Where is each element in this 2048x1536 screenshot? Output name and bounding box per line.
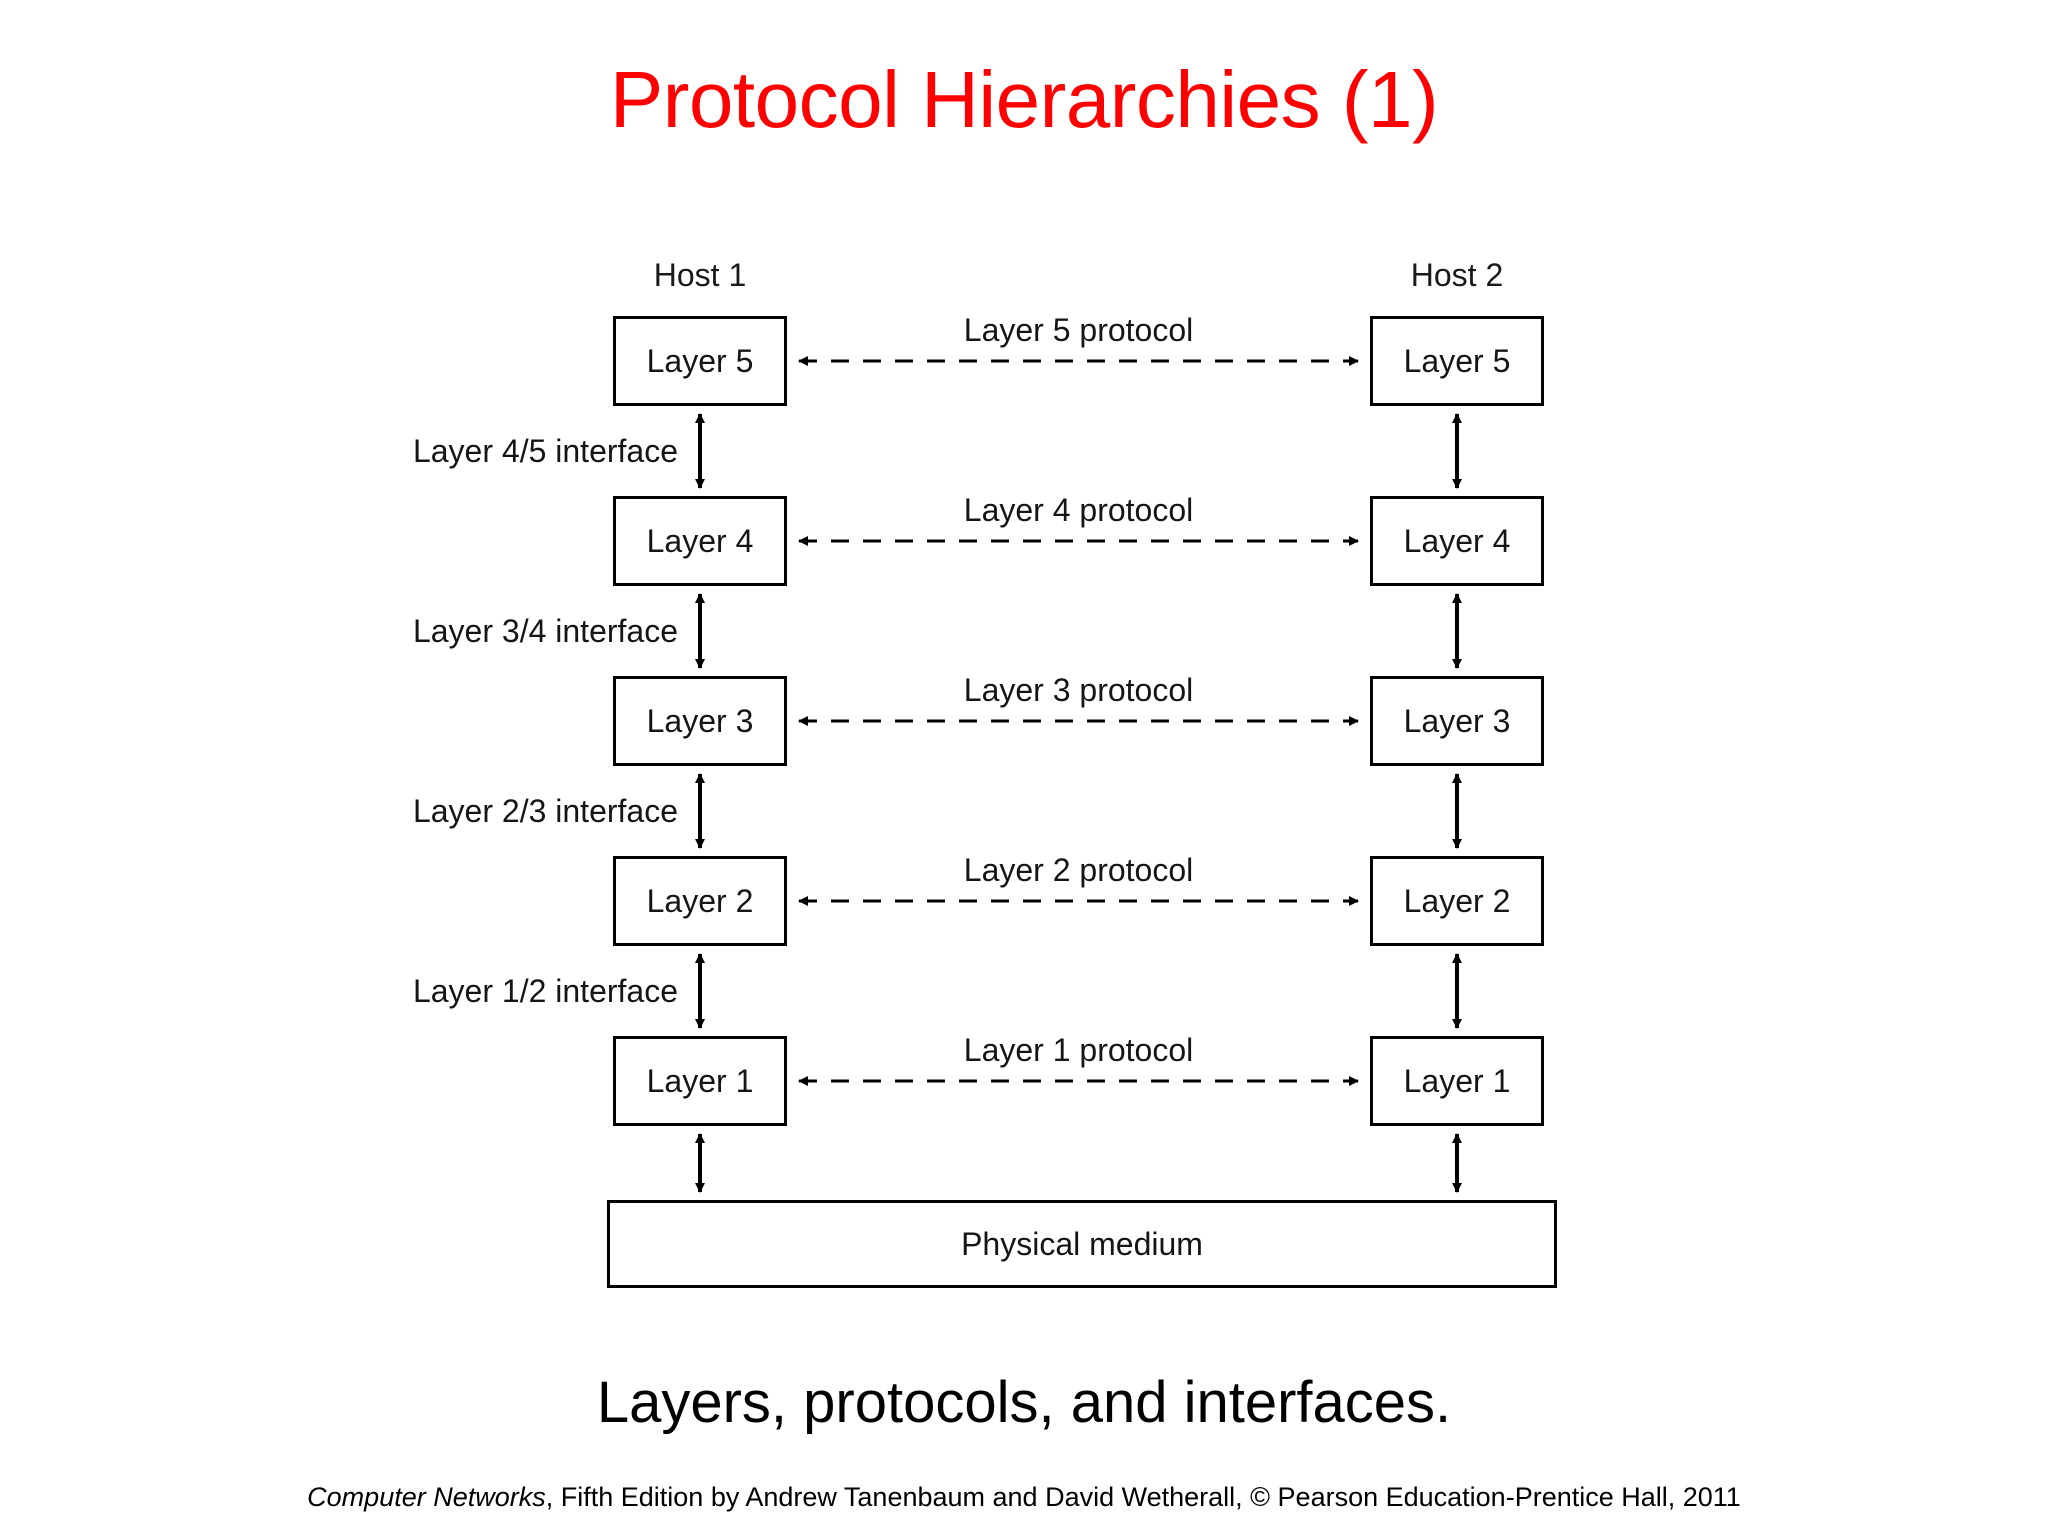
protocol-label-layer3: Layer 3 protocol [963,672,1194,708]
protocol-label-layer4: Layer 4 protocol [963,492,1194,528]
layer-box-host1-layer4[interactable]: Layer 4 [613,496,787,586]
slide-footer: Computer Networks, Fifth Edition by Andr… [0,1481,2048,1513]
host-label-host1: Host 1 [653,257,747,293]
layer-box-host2-layer2[interactable]: Layer 2 [1370,856,1544,946]
layer-box-host2-layer1[interactable]: Layer 1 [1370,1036,1544,1126]
layer-box-host2-layer4[interactable]: Layer 4 [1370,496,1544,586]
footer-book-title: Computer Networks [307,1482,546,1512]
slide-caption: Layers, protocols, and interfaces. [596,1370,1452,1435]
protocol-label-layer2: Layer 2 protocol [963,852,1194,888]
interface-label-3-4: Layer 3/4 interface [412,613,678,649]
interface-label-1-2: Layer 1/2 interface [412,973,678,1009]
footer-credit: , Fifth Edition by Andrew Tanenbaum and … [545,1482,1741,1512]
layer-box-host2-layer3[interactable]: Layer 3 [1370,676,1544,766]
physical-medium-box[interactable]: Physical medium [607,1200,1557,1288]
layer-box-host2-layer5[interactable]: Layer 5 [1370,316,1544,406]
layer-box-host1-layer5[interactable]: Layer 5 [613,316,787,406]
layer-box-host1-layer1[interactable]: Layer 1 [613,1036,787,1126]
diagram-connectors [695,356,1462,1193]
protocol-label-layer5: Layer 5 protocol [963,312,1194,348]
protocol-label-layer1: Layer 1 protocol [963,1032,1194,1068]
layer-box-host1-layer2[interactable]: Layer 2 [613,856,787,946]
protocol-hierarchy-diagram: Host 1 Host 2 Layer 5 Layer 4 Layer 3 La… [412,257,1557,1288]
interface-label-4-5: Layer 4/5 interface [412,433,678,469]
host-label-host2: Host 2 [1410,257,1504,293]
page-title: Protocol Hierarchies (1) [609,55,1439,144]
layer-box-host1-layer3[interactable]: Layer 3 [613,676,787,766]
interface-label-2-3: Layer 2/3 interface [412,793,678,829]
